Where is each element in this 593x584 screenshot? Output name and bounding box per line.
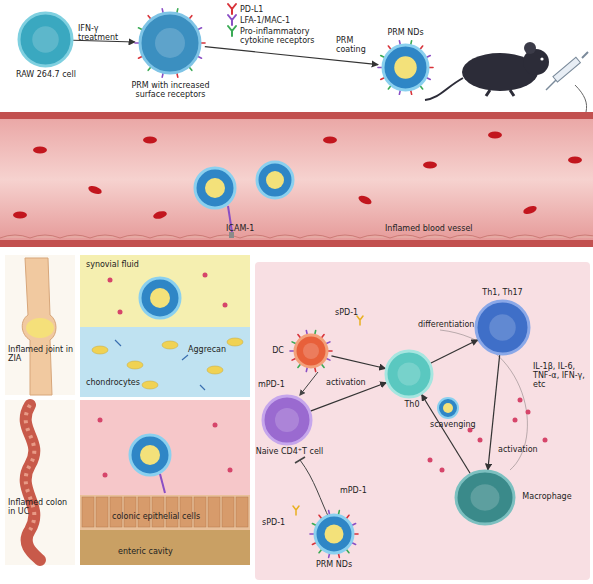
- cell-label: PRM with increased surface receptors: [123, 81, 218, 99]
- annotation-label: synovial fluid: [86, 260, 156, 269]
- cell-node: Th0: [385, 350, 433, 398]
- cell-shape: [135, 8, 205, 78]
- annotation-label: IL-1β, IL-6, TNF-α, IFN-γ, etc: [533, 362, 589, 389]
- cell-node: Macrophage: [455, 470, 515, 525]
- annotation-label: mPD-1: [340, 486, 375, 495]
- annotation-label: colonic epithelial cells: [112, 512, 222, 521]
- cell-label: PRM NDs: [373, 28, 438, 37]
- edge-label: PRM coating: [336, 36, 382, 54]
- edge-label: differentiation: [418, 320, 490, 329]
- cell-label: Naive CD4⁺T cell: [252, 447, 327, 456]
- cell-node: Naive CD4⁺T cell: [262, 395, 312, 445]
- cell-label: Macrophage: [517, 492, 577, 501]
- cell-node: PRM with increased surface receptors: [135, 8, 205, 78]
- cell-node: PRM NDs: [378, 40, 433, 95]
- cell-shape: [455, 470, 515, 525]
- legend-label: PD-L1: [240, 5, 335, 14]
- nanodisc: [195, 162, 293, 238]
- arrow-connector: [430, 340, 477, 364]
- joint-panel: [80, 255, 250, 397]
- colon-illustration: [5, 400, 75, 565]
- annotation-label: sPD-1: [335, 308, 370, 317]
- annotation-label: Aggrecan: [188, 345, 238, 354]
- syringe: [546, 52, 588, 112]
- cell-node: RAW 264.7 cell: [18, 12, 73, 67]
- cell-node: Th1, Th17: [475, 300, 530, 355]
- cell-shape: [310, 510, 358, 558]
- annotation-label: Inflamed colon in UC: [8, 498, 74, 516]
- cell-label: DC: [268, 346, 288, 355]
- cell-shape: [18, 12, 73, 67]
- arrow-connector: [488, 355, 500, 470]
- knee-illustration: [5, 255, 75, 395]
- edge-label: IFN-γ treatment: [78, 24, 128, 42]
- arrow-connector: [422, 394, 471, 473]
- annotation-label: Inflamed joint in ZIA: [8, 345, 74, 363]
- cell-shape: [262, 395, 312, 445]
- cell-shape: [475, 300, 530, 355]
- annotation-label: Inflamed blood vessel: [385, 224, 495, 233]
- cell-shape: [378, 40, 433, 95]
- colon-panel: [80, 400, 250, 565]
- annotation-label: chondrocytes: [86, 378, 156, 387]
- cell-label: Th0: [397, 400, 427, 409]
- blood-vessel: [0, 112, 593, 247]
- edge-label: activation: [498, 445, 548, 454]
- cell-node: DC: [290, 330, 332, 372]
- cell-label: RAW 264.7 cell: [6, 70, 86, 79]
- edge-label: activation: [326, 378, 376, 387]
- cell-node: PRM NDs: [310, 510, 358, 558]
- legend-label: Pro-inflammatory cytokine receptors: [240, 27, 335, 45]
- cell-label: Th1, Th17: [470, 288, 535, 297]
- mouse: [425, 42, 549, 100]
- annotation-label: enteric cavity: [118, 547, 198, 556]
- legend-label: LFA-1/MAC-1: [240, 16, 335, 25]
- annotation-label: ICAM-1: [226, 224, 266, 233]
- legend-symbols: [228, 4, 236, 36]
- cell-label: PRM NDs: [304, 560, 364, 569]
- annotation-label: sPD-1: [262, 518, 297, 527]
- annotation-label: scavenging: [430, 420, 490, 429]
- arrow-connector: [331, 356, 385, 369]
- cell-shape: [385, 350, 433, 398]
- immune-panel: [255, 262, 590, 580]
- annotation-label: mPD-1: [258, 380, 293, 389]
- cell-shape: [290, 330, 332, 372]
